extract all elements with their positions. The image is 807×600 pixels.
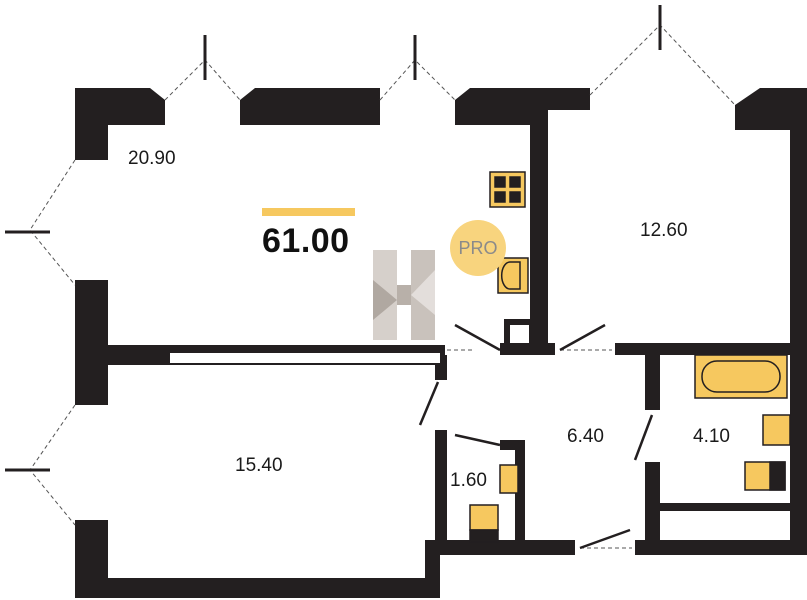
wc-sink-icon <box>499 464 519 494</box>
window-mullions <box>5 5 662 472</box>
fixtures <box>469 171 791 543</box>
doors <box>418 323 654 550</box>
room-area-bathroom: 4.10 <box>693 426 730 447</box>
toilet-icon <box>744 461 786 491</box>
kitchen-sink-icon <box>497 257 529 294</box>
wall-gap <box>170 353 440 363</box>
room-area-wc: 1.60 <box>450 470 487 491</box>
wc-toilet-icon <box>469 504 499 543</box>
room-area-hallway: 6.40 <box>567 426 604 447</box>
bathroom-sink-icon <box>762 414 791 446</box>
total-area-bar <box>262 208 355 216</box>
walls <box>75 88 807 598</box>
pro-badge: PRO <box>450 220 506 276</box>
room-area-bedroom: 12.60 <box>640 220 688 241</box>
bathtub-icon <box>694 354 788 399</box>
room-area-living: 20.90 <box>128 148 176 169</box>
room-area-room: 15.40 <box>235 455 283 476</box>
brand-logo <box>373 250 435 340</box>
stove-icon <box>489 171 526 208</box>
total-area: 61.00 <box>262 222 350 260</box>
